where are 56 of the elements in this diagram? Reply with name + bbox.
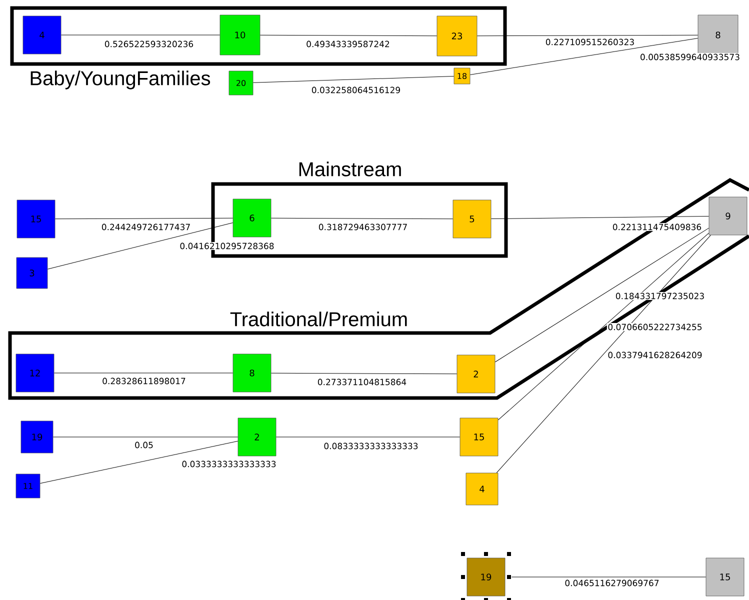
- node-square: 12: [16, 354, 54, 392]
- connector-line: [252, 76, 454, 83]
- edge-label: 0.0416210295728368: [178, 242, 276, 250]
- connector-line: [470, 38, 698, 75]
- connector-line: [270, 372, 458, 374]
- edge-label: 0.05: [134, 441, 154, 450]
- edge-label: 0.273371104815864: [316, 378, 408, 386]
- edge-label: 0.244249726177437: [100, 223, 192, 232]
- edge-label: 0.28328611898017: [101, 377, 187, 386]
- node-square: 2: [456, 354, 496, 394]
- edge-label: 0.0333333333333333: [180, 460, 278, 468]
- connector-line: [490, 216, 710, 220]
- node-square: 20: [228, 70, 254, 96]
- node-square: 4: [466, 472, 498, 506]
- edge-label: 0.318729463307777: [318, 223, 408, 232]
- edge-label: 0.0465116279069767: [564, 579, 660, 588]
- connector-line: [260, 34, 438, 36]
- edge-label: 0.0833333333333333: [322, 442, 420, 450]
- connector-line: [54, 218, 234, 220]
- connector-line: [47, 222, 234, 270]
- node-square: 10: [220, 14, 260, 56]
- node-label: Mainstream: [299, 162, 401, 176]
- edge-label: 0.0337941628264209: [606, 351, 704, 360]
- edge-label: 0.227109515260323: [544, 38, 636, 46]
- connector-line: [276, 436, 460, 438]
- edge-label: 0.00538599640933573: [639, 52, 741, 62]
- node-square: 9: [708, 196, 748, 236]
- connector-line: [511, 576, 706, 578]
- connector-line: [40, 440, 238, 484]
- node-square: 19: [20, 420, 54, 454]
- edge-label: 0.221311475409836: [612, 223, 702, 232]
- connector-line: [494, 228, 710, 362]
- connector-line: [52, 436, 238, 438]
- edge-label: 0.184331797235023: [614, 292, 706, 300]
- connector-line: [270, 218, 454, 220]
- node-square: 19: [461, 552, 511, 600]
- connector-line: [60, 34, 220, 36]
- node-square: 6: [232, 198, 272, 238]
- edge-label: 0.526522593320236: [104, 40, 194, 48]
- edge-label: 0.49343339587242: [305, 40, 391, 48]
- node-label: Baby/YoungFamilies: [30, 70, 210, 90]
- connector-line: [496, 234, 711, 474]
- node-square: 23: [436, 16, 478, 56]
- node-square: 2: [238, 418, 276, 456]
- node-square: 15: [460, 418, 498, 456]
- connector-line: [54, 372, 234, 374]
- node-square: 18: [454, 68, 470, 84]
- node-square: 15: [706, 558, 744, 596]
- node-square: 8: [232, 354, 272, 392]
- node-square: 11: [16, 474, 40, 498]
- edge-label: 0.0706605222734255: [606, 323, 704, 332]
- node-square: 5: [452, 200, 492, 238]
- edge-label: 0.032258064516129: [310, 86, 402, 94]
- connector-line: [476, 34, 698, 36]
- connector-line: [498, 232, 710, 420]
- node-square: 4: [22, 16, 62, 54]
